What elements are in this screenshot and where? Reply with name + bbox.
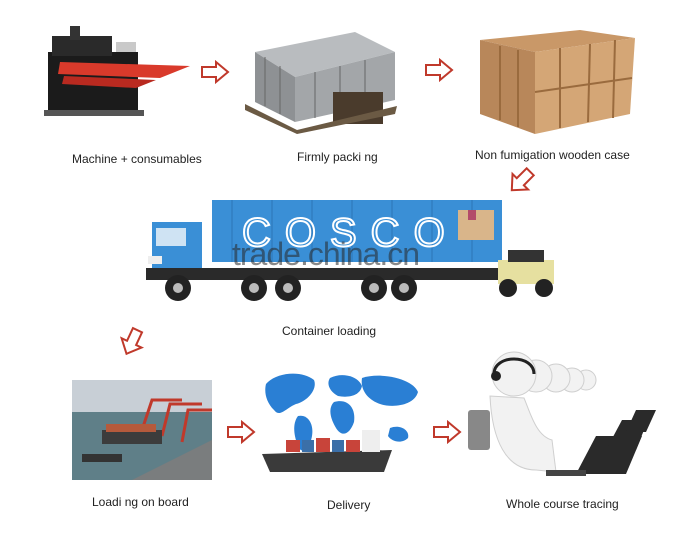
step-caption-wooden-case: Non fumigation wooden case — [475, 148, 630, 162]
port-loading-image — [72, 380, 212, 480]
packed-machine-image — [245, 32, 397, 134]
heat-press-machine-image — [44, 26, 190, 116]
right-arrow-icon — [201, 60, 230, 84]
step-caption-tracing: Whole course tracing — [506, 497, 619, 511]
step-caption-delivery: Delivery — [327, 498, 371, 512]
right-arrow-icon — [425, 58, 454, 82]
step-caption-loading-on-board: Loadi ng on board — [92, 495, 189, 509]
step-caption-container-loading: Container loading — [282, 324, 377, 338]
step-caption-packing: Firmly packi ng — [297, 150, 378, 164]
wooden-case-image — [480, 30, 635, 134]
container-brand: COSCO — [242, 211, 459, 255]
call-center-agents-image — [468, 351, 656, 476]
down-left-arrow-icon — [510, 166, 536, 192]
right-arrow-icon — [433, 420, 462, 444]
right-arrow-icon — [227, 420, 256, 444]
watermark-text: trade.china.cn — [232, 236, 420, 272]
world-map-ship-image — [262, 373, 418, 472]
step-caption-machine: Machine + consumables — [72, 152, 202, 166]
container-truck-image: COSCO — [146, 200, 554, 301]
down-left-arrow-icon — [119, 326, 145, 356]
